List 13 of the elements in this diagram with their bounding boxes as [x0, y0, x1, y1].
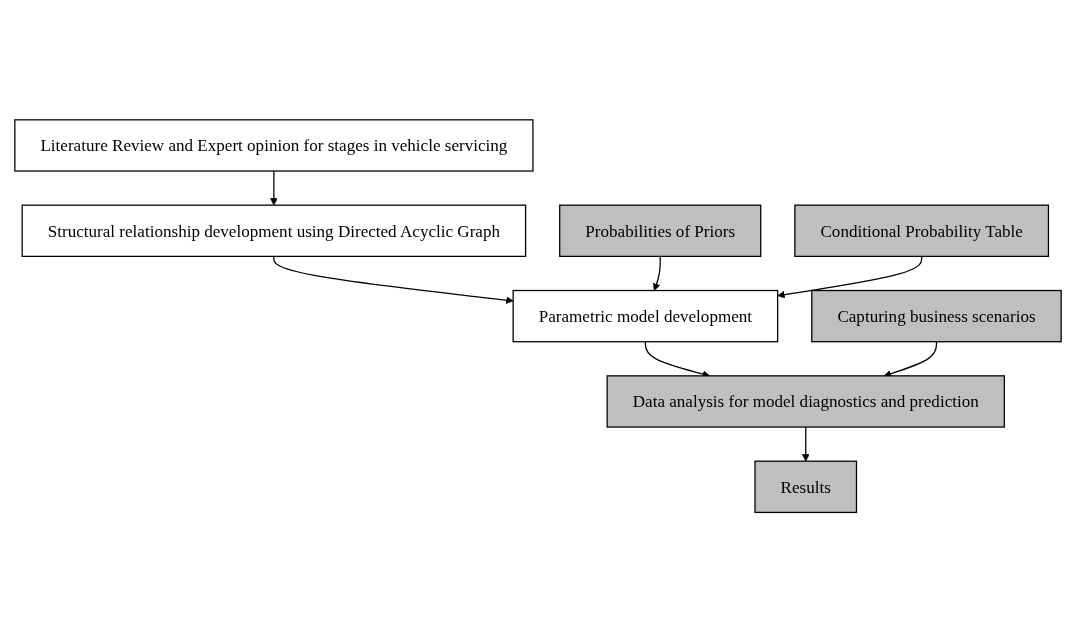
node-box: Probabilities of Priors [559, 204, 762, 257]
node-box: Results [754, 460, 858, 513]
arrow [270, 170, 278, 206]
node-box: Parametric model development [512, 289, 779, 343]
node-box: Capturing business scenarios [811, 289, 1062, 343]
arrow [802, 426, 810, 462]
arrow [777, 255, 923, 299]
arrow [273, 255, 514, 304]
node-box: Conditional Probability Table [794, 204, 1050, 257]
node-box: Data analysis for model diagnostics and prediction [606, 375, 1005, 428]
node-box: Literature Review and Expert opinion for stages in vehicle servicing [14, 119, 534, 172]
node-box: Structural relationship development using Directed Acyclic Graph [21, 204, 527, 257]
arrow [652, 255, 661, 291]
